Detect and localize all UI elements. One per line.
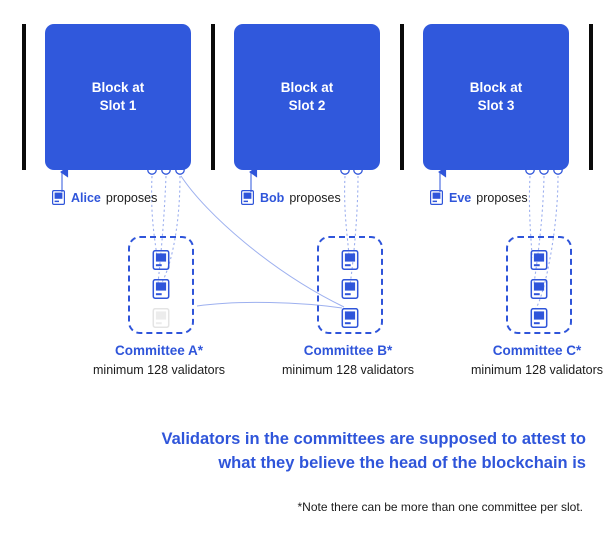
validator-icon: [341, 279, 359, 299]
computer-icon: [430, 190, 443, 205]
block-label: Block at Slot 2: [280, 79, 334, 113]
proposer-name: Alice: [71, 190, 101, 205]
committee-title: Committee B*: [303, 343, 393, 358]
footnote-text: *Note there can be more than one committ…: [297, 500, 584, 514]
proposer-name: Eve: [449, 190, 472, 205]
slot-divider: [211, 24, 215, 170]
committee-title: Committee A*: [114, 343, 203, 358]
committee-box-b: [317, 236, 383, 334]
computer-icon: [241, 190, 254, 205]
slot-divider: [400, 24, 404, 170]
validator-icon: [530, 308, 548, 328]
committee-subtitle: minimum 128 validators: [471, 363, 603, 378]
committee-box-a: [128, 236, 194, 334]
proposer-slot-2: Bob proposes: [241, 190, 341, 205]
committee-subtitle: minimum 128 validators: [93, 363, 225, 378]
block-label: Block at Slot 3: [469, 79, 523, 113]
block-slot-3: Block at Slot 3: [423, 24, 569, 170]
validator-stack: [152, 250, 170, 328]
committee-title: Committee C*: [492, 343, 582, 358]
proposer-name: Bob: [260, 190, 285, 205]
committee-caption-a: Committee A* minimum 128 validators: [54, 341, 264, 381]
proposer-verb: proposes: [105, 190, 158, 205]
proposer-verb: proposes: [289, 190, 341, 205]
block-slot-2: Block at Slot 2: [234, 24, 380, 170]
headline-text: Validators in the committees are suppose…: [161, 430, 586, 472]
validator-icon: [341, 308, 359, 328]
validator-icon: [152, 279, 170, 299]
committee-caption-c: Committee C* minimum 128 validators: [432, 341, 615, 381]
validator-icon: [341, 250, 359, 270]
proposer-verb: proposes: [476, 190, 528, 205]
validator-icon-inactive: [152, 308, 170, 328]
block-label: Block at Slot 1: [91, 79, 145, 113]
validator-stack: [530, 250, 548, 328]
validator-stack: [341, 250, 359, 328]
slot-divider: [589, 24, 593, 170]
committee-caption-b: Committee B* minimum 128 validators: [243, 341, 453, 381]
proposer-arrows: [60, 166, 447, 192]
validator-icon: [152, 250, 170, 270]
proposer-slot-1: Alice proposes: [52, 190, 157, 205]
slot-divider: [22, 24, 26, 170]
proposer-slot-3: Eve proposes: [430, 190, 528, 205]
committee-box-c: [506, 236, 572, 334]
validator-icon: [530, 279, 548, 299]
validator-icon: [530, 250, 548, 270]
block-slot-1: Block at Slot 1: [45, 24, 191, 170]
computer-icon: [52, 190, 65, 205]
committee-subtitle: minimum 128 validators: [282, 363, 414, 378]
